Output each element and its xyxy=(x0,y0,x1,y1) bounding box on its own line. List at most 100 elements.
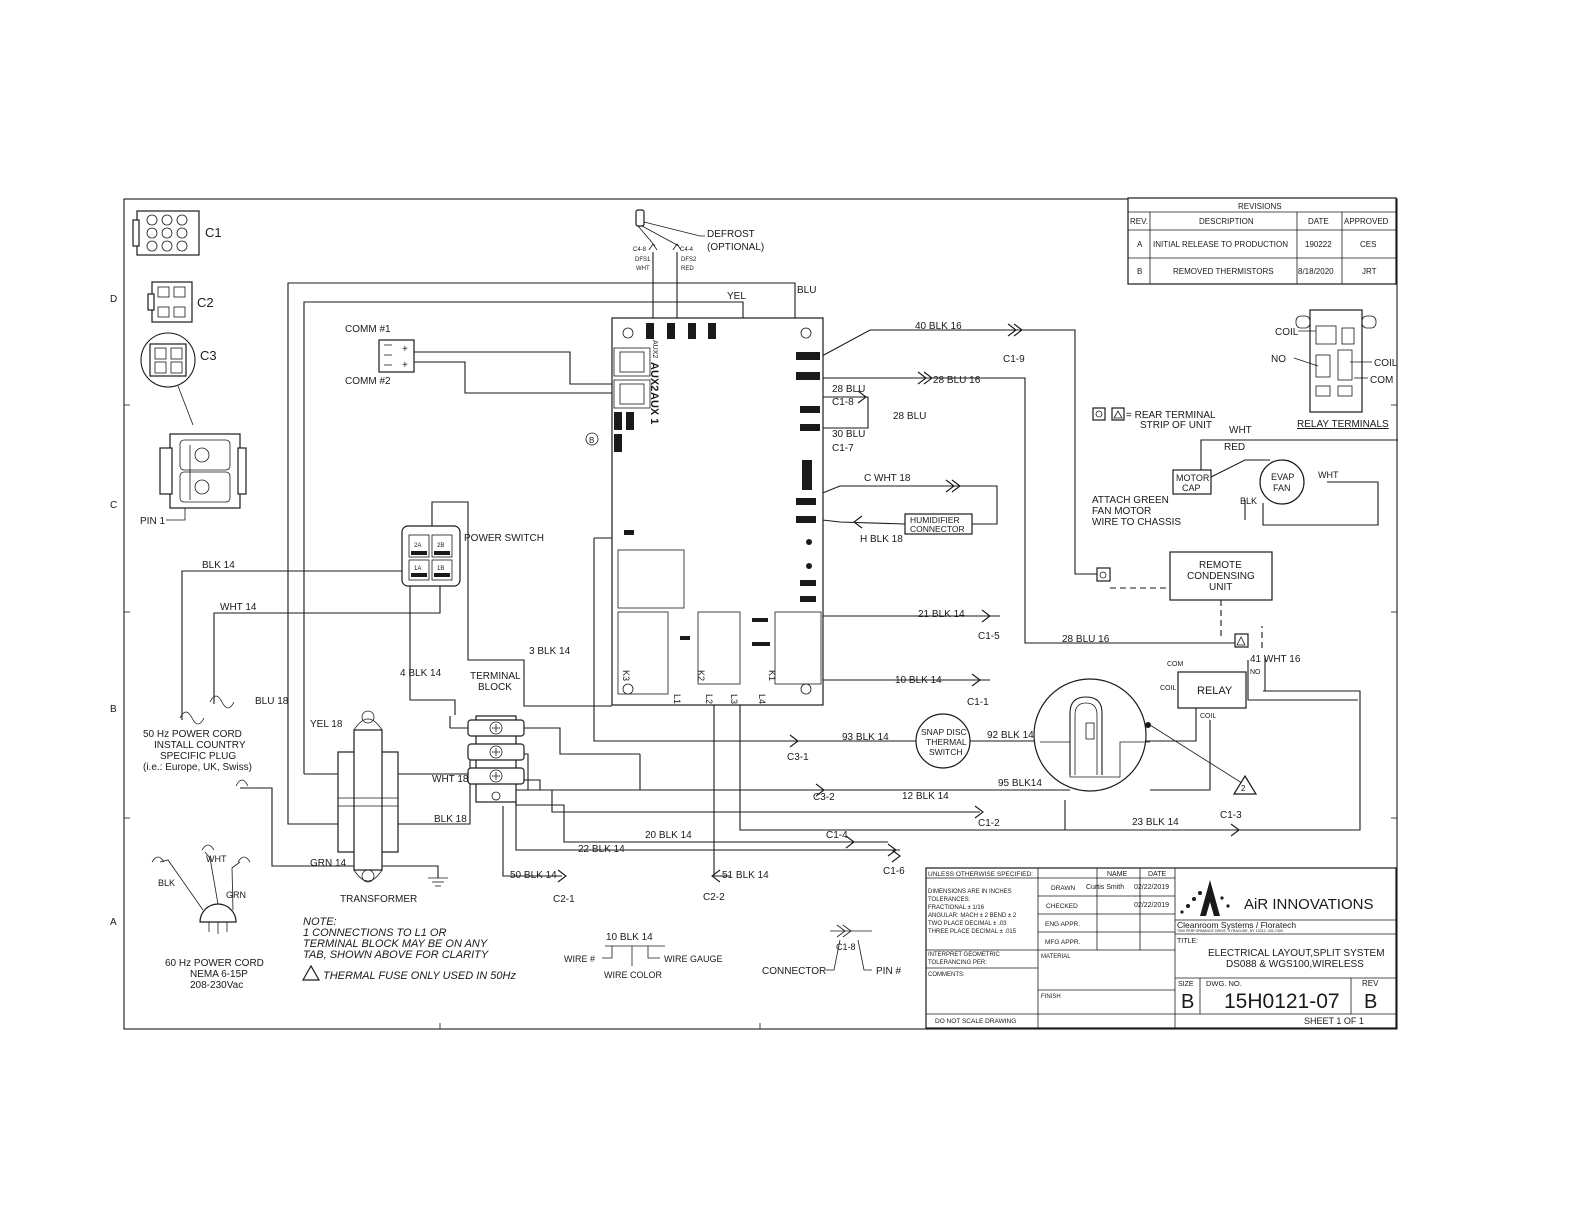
relay xyxy=(1177,671,1247,709)
wire-28c-label: 28 BLU 16 xyxy=(1062,634,1110,645)
plug-grn: GRN xyxy=(226,890,246,900)
tb-size-label: SIZE xyxy=(1178,981,1194,988)
tb-finish: FINISH xyxy=(1041,994,1061,1000)
humidifier-connector xyxy=(904,513,973,535)
legend-connector: CONNECTOR xyxy=(762,966,826,977)
legend-wire-gauge: WIRE GAUGE xyxy=(664,954,723,964)
tb-date-header: DATE xyxy=(1148,871,1166,878)
tb-dwg-number: 15H0121-07 xyxy=(1224,990,1340,1013)
wire-40-label: 40 BLK 16 xyxy=(915,321,962,332)
motor-cap-2: CAP xyxy=(1182,483,1201,493)
k2-label: K2 xyxy=(696,670,706,681)
pc50-4: (i.e.: Europe, UK, Swiss) xyxy=(143,762,252,773)
k1-label: K1 xyxy=(767,670,777,681)
connector-c3 xyxy=(140,332,196,388)
relay-label: RELAY xyxy=(1197,685,1233,697)
defrost-label: DEFROST xyxy=(707,229,755,240)
c15-label: C1-5 xyxy=(978,631,1000,642)
k3-label: K3 xyxy=(621,670,631,681)
c17-label: C1-7 xyxy=(832,443,854,454)
aux1-label: AUX 1 xyxy=(648,392,660,424)
pc60-1: 60 Hz POWER CORD xyxy=(165,958,264,969)
fan-red: RED xyxy=(1224,442,1245,453)
board-aux2-vert: AUX2 xyxy=(651,340,658,358)
tb-drawn-date: 02/22/2019 xyxy=(1134,884,1169,891)
c22-label: C2-2 xyxy=(703,892,725,903)
snap-3: SWITCH xyxy=(929,747,963,757)
l3-label: L3 xyxy=(729,694,739,704)
tb-dims-0: DIMENSIONS ARE IN INCHES xyxy=(928,889,1012,895)
tb-unless: UNLESS OTHERWISE SPECIFIED: xyxy=(928,871,1033,878)
comm2-label: COMM #2 xyxy=(345,376,391,387)
note-line-3: TAB, SHOWN ABOVE FOR CLARITY xyxy=(303,949,489,961)
rev-header-approved: APPROVED xyxy=(1344,217,1389,226)
connector-arrows xyxy=(557,323,1240,883)
c19-label: C1-9 xyxy=(1003,354,1025,365)
rev-b-mark: B xyxy=(589,436,594,445)
h-blk-label: H BLK 18 xyxy=(860,534,903,545)
connector-legend xyxy=(826,924,872,971)
control-board xyxy=(611,317,824,706)
c13-label: C1-3 xyxy=(1220,810,1242,821)
defrost-dfs2: DFS2 xyxy=(681,257,697,263)
hum-label-2: CONNECTOR xyxy=(910,524,965,534)
connector-c1 xyxy=(132,210,200,256)
comm1-label: COMM #1 xyxy=(345,324,391,335)
rev-row-b-date: 8/18/2020 xyxy=(1298,267,1334,276)
wire-20-label: 20 BLK 14 xyxy=(645,830,692,841)
tb-size: B xyxy=(1181,991,1194,1013)
tb-checked: CHECKED xyxy=(1046,903,1078,910)
green-wire-note-2: FAN MOTOR xyxy=(1092,506,1151,517)
remote-condensing-unit xyxy=(1169,551,1273,601)
relay-no: NO xyxy=(1250,669,1261,676)
l1-label: L1 xyxy=(672,694,682,704)
wire-22-label: 22 BLK 14 xyxy=(578,844,625,855)
hum-label-1: HUMIDIFIER xyxy=(910,515,960,525)
defrost-red: RED xyxy=(681,266,694,272)
green-wire-note-1: ATTACH GREEN xyxy=(1092,495,1169,506)
tb-dwg-label: DWG. NO. xyxy=(1206,979,1242,988)
wire-23-label: 23 BLK 14 xyxy=(1132,817,1179,828)
note-line-1: 1 CONNECTIONS TO L1 OR xyxy=(303,927,446,939)
rev-row-a-rev: A xyxy=(1137,240,1143,249)
comm-connector: ++ xyxy=(378,339,415,373)
rev-header-date: DATE xyxy=(1308,217,1329,226)
connector-c2 xyxy=(147,281,193,323)
rear-terminal-rcu xyxy=(1096,567,1111,582)
defrost-dfs1: DFS1 xyxy=(635,257,651,263)
nema-plug xyxy=(151,844,251,934)
plug-blk: BLK xyxy=(158,878,175,888)
c12-label: C1-2 xyxy=(978,818,1000,829)
rear-terminal-square xyxy=(1092,407,1106,421)
relay-term-coil-r: COIL xyxy=(1374,358,1398,369)
thermal-fuse xyxy=(1033,678,1151,792)
rev-row-a-date: 190222 xyxy=(1305,240,1332,249)
note-title: NOTE: xyxy=(303,916,337,928)
tb-title-label: TITLE: xyxy=(1177,938,1198,945)
transformer-label: TRANSFORMER xyxy=(340,894,417,905)
tb-interp-1: TOLERANCING PER: xyxy=(928,960,987,966)
wire-28a-label: 28 BLU xyxy=(832,384,865,395)
rev-b-marker xyxy=(585,432,599,446)
pc60-3: 208-230Vac xyxy=(190,980,243,991)
l4-label: L4 xyxy=(757,694,767,704)
l2-label: L2 xyxy=(704,694,714,704)
sw-2a: 2A xyxy=(414,543,421,549)
company-address: 7000 PERFORMANCE DRIVE, SYRACUSE, NY 132… xyxy=(1177,929,1283,933)
wire-12-label: 12 BLK 14 xyxy=(902,791,949,802)
tb-title-2: DS088 & WGS100,WIRELESS xyxy=(1226,959,1364,970)
wire-4-label: 4 BLK 14 xyxy=(400,668,442,679)
terminal-block xyxy=(467,715,525,803)
tb-drawn: DRAWN xyxy=(1051,885,1076,892)
wire-grn14-label: GRN 14 xyxy=(310,858,347,869)
wire-3-label: 3 BLK 14 xyxy=(529,646,571,657)
company-logo xyxy=(1180,880,1230,916)
relay-terminals-title: RELAY TERMINALS xyxy=(1297,419,1389,430)
sw-1a: 1A xyxy=(414,566,421,572)
tb-material: MATERIAL xyxy=(1041,954,1071,960)
c16-label: C1-6 xyxy=(883,866,905,877)
border-label-a: A xyxy=(110,917,117,928)
defrost-sensor xyxy=(635,209,705,251)
motor-cap-1: MOTOR xyxy=(1176,473,1210,483)
tb-name-header: NAME xyxy=(1107,871,1128,878)
